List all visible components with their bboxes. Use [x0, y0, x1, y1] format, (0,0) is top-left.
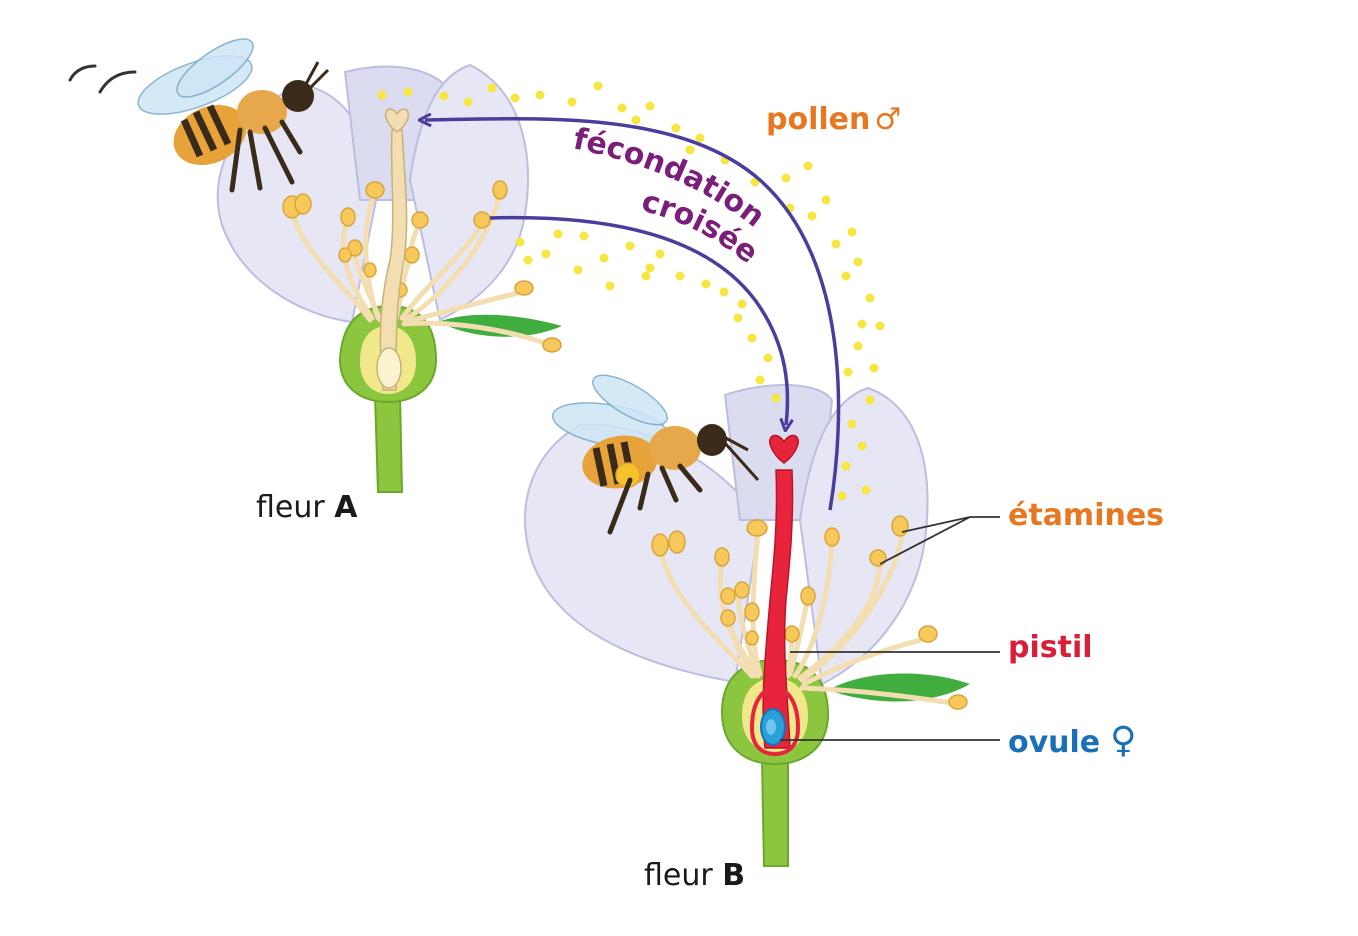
pollen-grain — [755, 375, 765, 385]
bee-top-icon — [68, 38, 330, 193]
flower-b-ovary-wall — [749, 685, 801, 757]
pollen-grain — [831, 239, 841, 249]
pollen-grain — [567, 97, 577, 107]
pollen-grain — [617, 103, 627, 113]
pollen-grain — [807, 211, 817, 221]
pollen-grain — [841, 271, 851, 281]
pollen-grain — [847, 227, 857, 237]
pollen-grain — [671, 123, 681, 133]
pollen-grain — [695, 133, 705, 143]
pollen-grain — [463, 97, 473, 107]
cross-fertilization-arrow-to-b — [489, 215, 788, 425]
pollen-label-text: pollen — [766, 102, 871, 137]
male-symbol-icon: ♂ — [874, 102, 902, 137]
pollen-grain — [377, 90, 387, 100]
flower-a-letter: A — [334, 490, 358, 525]
pollen-grain — [869, 363, 879, 373]
pollen-label: pollen♂ — [766, 102, 901, 137]
flower-b-caption: fleur B — [644, 858, 745, 893]
flower-a-petal-right — [408, 63, 529, 322]
pollen-grain — [605, 281, 615, 291]
pollen-grain — [515, 237, 525, 247]
pollen-grain — [847, 419, 857, 429]
flower-a-caption: fleur A — [256, 490, 357, 525]
flower-b-anthers — [651, 515, 968, 710]
etamines-label: étamines — [1008, 498, 1165, 533]
pollen-grain — [573, 265, 583, 275]
pollen-grain — [853, 257, 863, 267]
pollen-grain — [861, 485, 871, 495]
pollen-grain — [781, 173, 791, 183]
pollen-grain — [655, 249, 665, 259]
flower-a-pistil — [379, 129, 408, 391]
pollen-grain — [641, 271, 651, 281]
pollen-grain — [403, 87, 413, 97]
pollen-grain — [737, 299, 747, 309]
flower-a-ovule — [376, 347, 402, 389]
pollen-grain — [645, 101, 655, 111]
flower-b-pistil — [762, 469, 794, 749]
pollen-grain — [675, 271, 685, 281]
cross-fertilization-arrow-to-a — [425, 119, 841, 511]
pollen-grain — [439, 91, 449, 101]
female-symbol-icon: ♀ — [1110, 720, 1137, 761]
pollen-grain — [510, 93, 520, 103]
flower-b-ovule-core — [766, 719, 776, 735]
pollen-grain — [843, 367, 853, 377]
pollen-grain — [837, 491, 847, 501]
pollen-grain — [701, 279, 711, 289]
flower-a-anthers — [282, 180, 562, 353]
pollen-grain — [645, 263, 655, 273]
flower-a-caption-text: fleur — [256, 490, 335, 525]
pollen-grain — [763, 353, 773, 363]
pollen-grain — [535, 90, 545, 100]
flower-a-leaf-right — [438, 314, 562, 337]
pollen-grain — [865, 293, 875, 303]
pollen-grain — [523, 255, 533, 265]
flower-b-letter: B — [722, 858, 746, 893]
flower-b-stem — [760, 759, 789, 867]
pollen-grain — [865, 395, 875, 405]
bee-top-motion-lines — [68, 64, 137, 94]
flower-b-petal-right — [798, 386, 929, 686]
flower-b-caption-text: fleur — [644, 858, 723, 893]
bee-middle-icon — [552, 374, 760, 535]
flower-a-stem — [373, 394, 404, 493]
pollen-grain — [857, 319, 867, 329]
pollen-grain — [803, 161, 813, 171]
pollen-grain — [853, 341, 863, 351]
pollen-grain — [553, 229, 563, 239]
pollen-grain — [771, 393, 781, 403]
pollen-grain — [875, 321, 885, 331]
flower-a — [216, 63, 562, 493]
pollen-grain — [685, 145, 695, 155]
pollen-grain — [747, 333, 757, 343]
pollen-grain — [857, 441, 867, 451]
flower-a-stigma — [384, 108, 410, 133]
label-leader-lines — [780, 516, 1000, 741]
pollen-grain — [625, 241, 635, 251]
pollen-grain — [599, 253, 609, 263]
pollen-grain — [541, 249, 551, 259]
pollen-grain — [579, 231, 589, 241]
pollen-grain — [593, 81, 603, 91]
pollen-grain — [733, 313, 743, 323]
ovule-label: ovule ♀ — [1008, 720, 1137, 761]
pollen-grain — [841, 461, 851, 471]
pollen-grain — [487, 83, 497, 93]
pistil-label: pistil — [1008, 630, 1093, 665]
flower-b-stigma — [769, 434, 799, 464]
ovule-label-text: ovule — [1008, 725, 1101, 760]
pollen-grain — [631, 115, 641, 125]
pollen-grain — [821, 195, 831, 205]
pollen-grain — [719, 287, 729, 297]
flower-a-stamens — [289, 189, 553, 348]
